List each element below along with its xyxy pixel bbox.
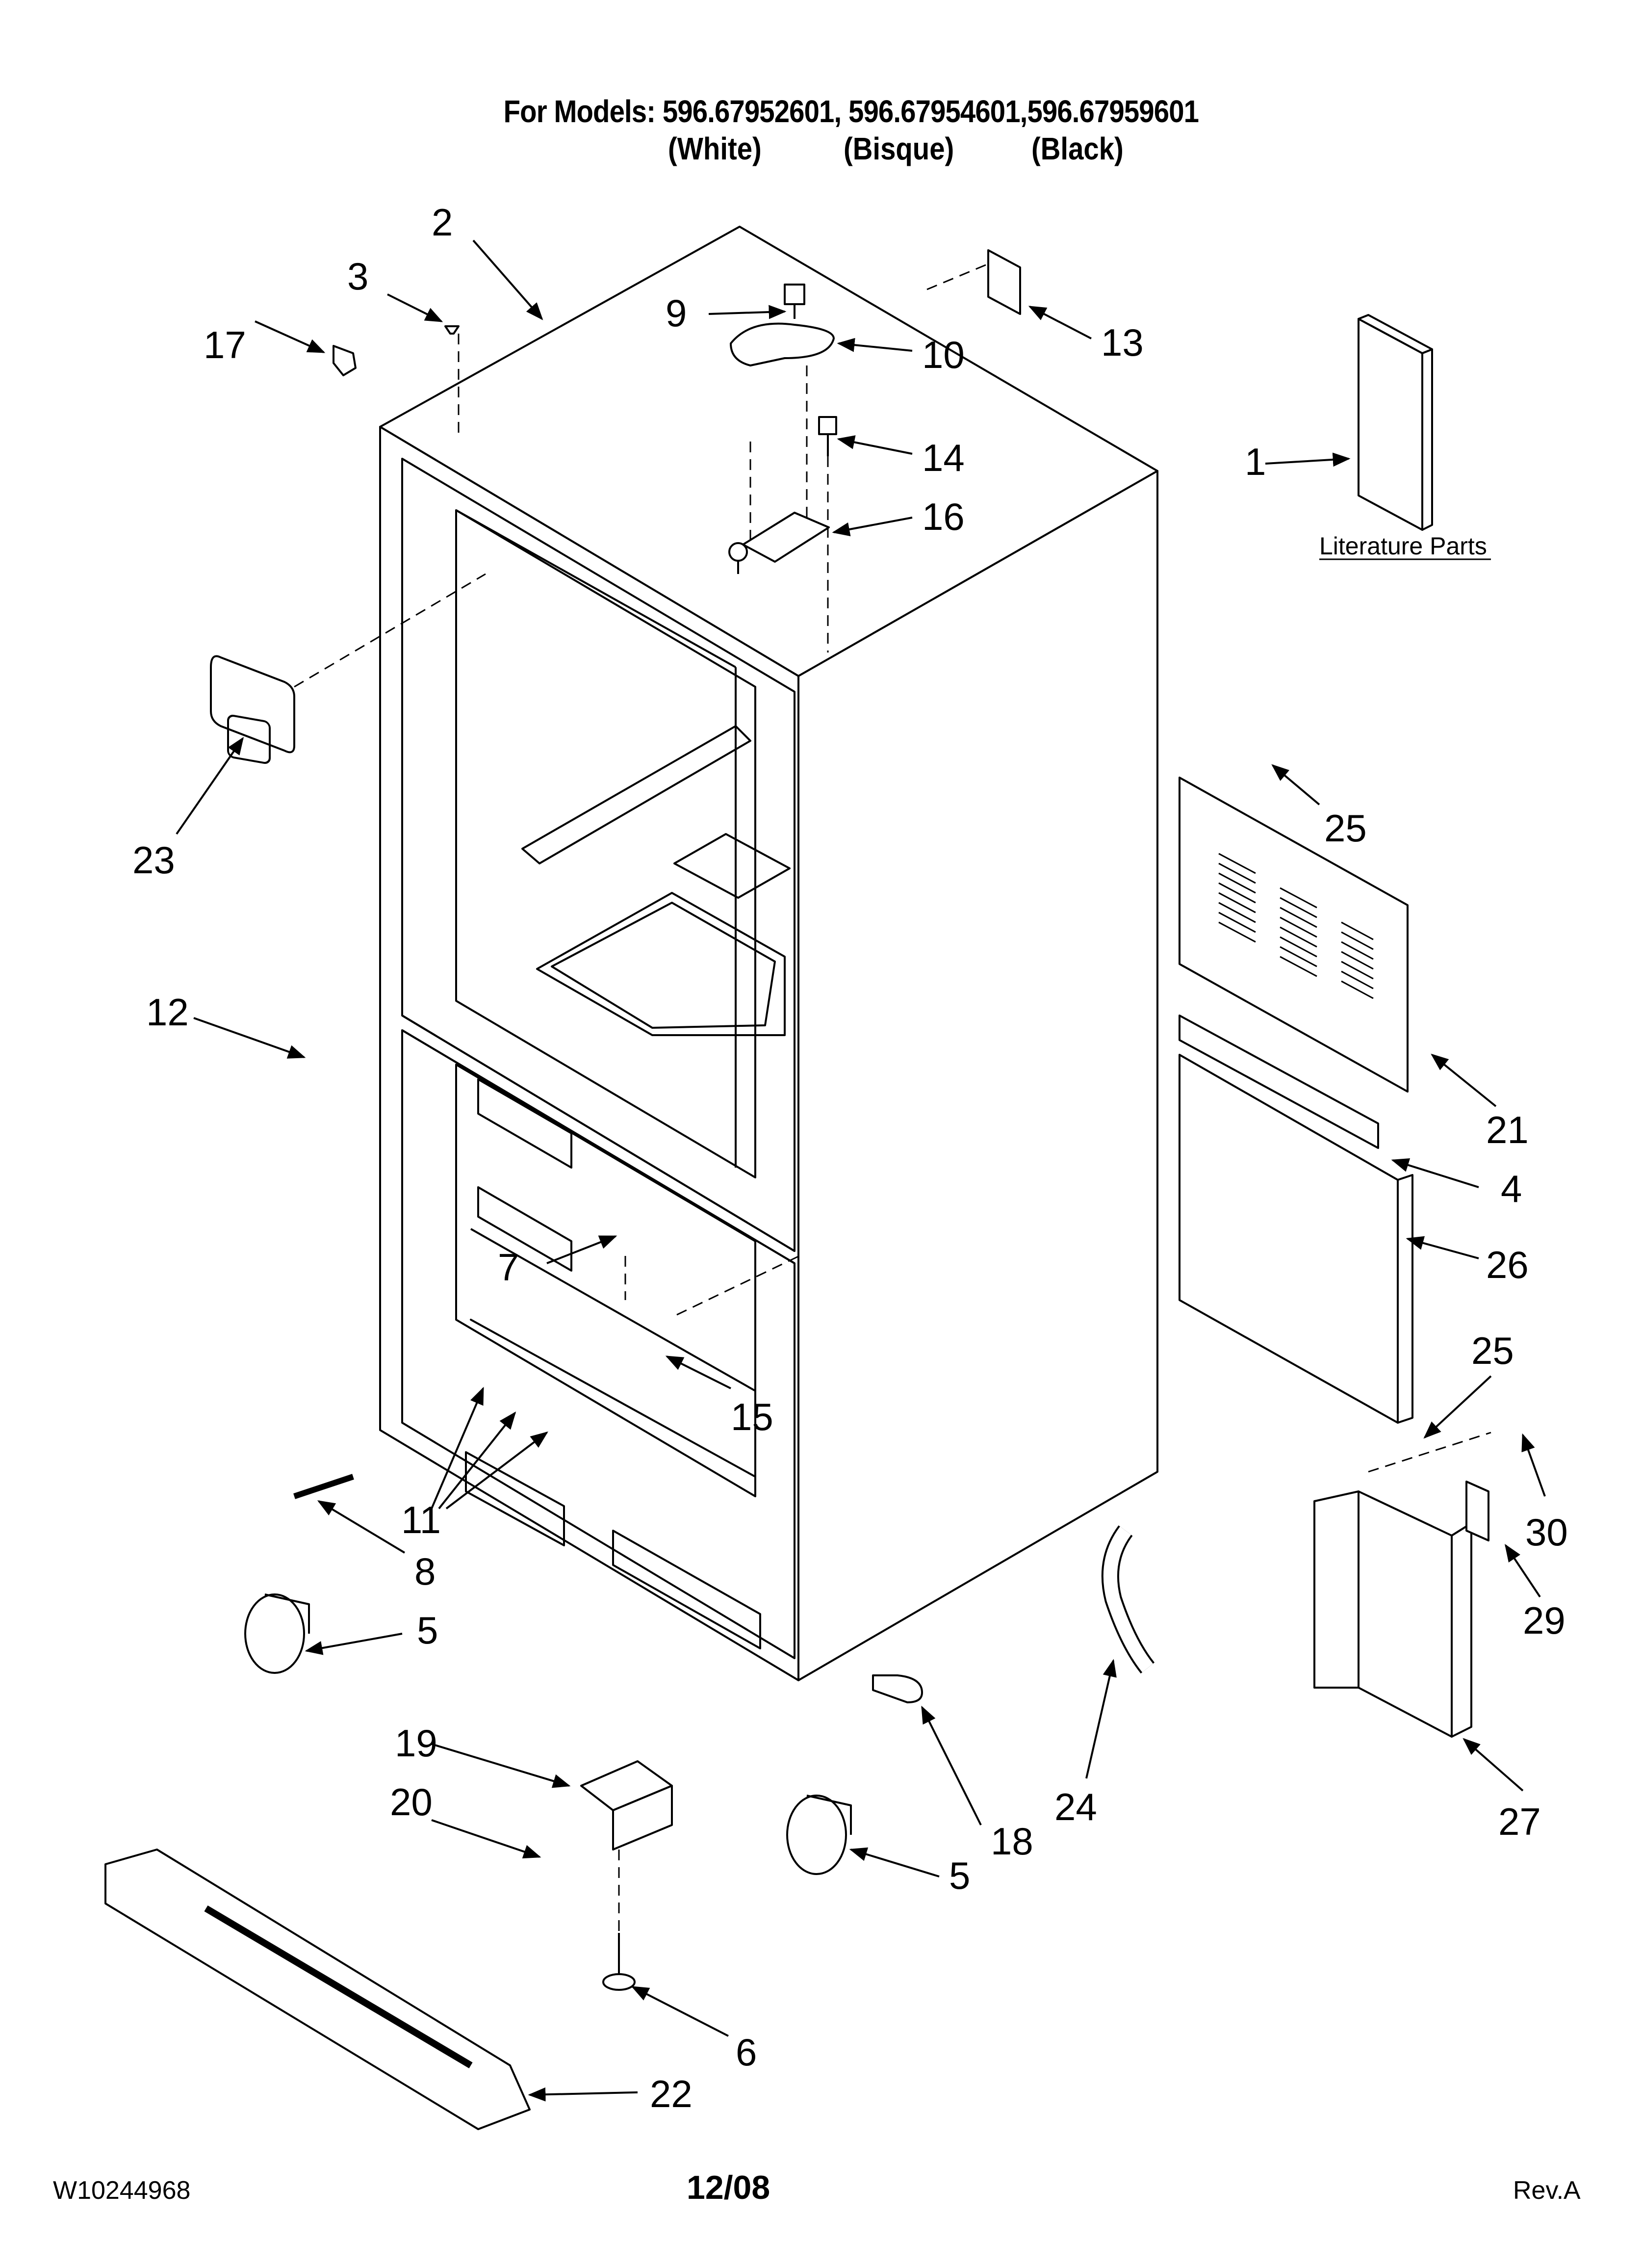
caster-right [786,1795,852,1875]
electrical-box [1313,1481,1489,1738]
callout-24: 24 [1054,1785,1097,1828]
callout-9: 9 [666,291,687,335]
callout-arrows [176,239,1546,2102]
control-part [210,655,295,764]
callout-30: 30 [1525,1511,1568,1554]
grille-22 [104,1849,531,2130]
literature-parts-label: Literature Parts [1319,532,1487,560]
callout-29: 29 [1523,1599,1565,1642]
top-hinge [728,284,837,574]
callout-2: 2 [432,201,453,244]
callout-16: 16 [922,495,965,538]
cabinet [379,226,1158,1681]
rear-panels [1179,777,1413,1424]
callout-6: 6 [736,2031,757,2074]
callout-12: 12 [146,991,189,1034]
leveler-6 [602,1933,636,1991]
callout-25b: 25 [1471,1329,1514,1372]
callout-14: 14 [922,436,965,479]
bracket-19 [580,1760,673,1851]
doc-number: W10244968 [53,2176,191,2205]
caster-left [244,1593,310,1674]
callout-1: 1 [1245,440,1266,483]
callout-15: 15 [731,1395,773,1438]
part-17 [333,345,357,376]
callout-5b: 5 [949,1854,970,1897]
revision: Rev.A [1513,2176,1581,2205]
models-title: For Models: 596.67952601, 596.67954601,5… [503,94,1199,129]
clip-18 [872,1674,923,1703]
callout-22: 22 [650,2072,693,2115]
callout-5a: 5 [417,1609,438,1652]
callout-numbers: 1 2 3 4 5 5 6 7 8 9 10 11 12 13 14 15 16… [132,201,1568,2115]
variant-bisque: (Bisque) [844,131,954,166]
screw-3 [444,325,460,335]
variant-white: (White) [668,131,762,166]
callout-11: 11 [401,1498,441,1541]
screw-8 [293,1474,354,1499]
callout-25a: 25 [1324,807,1367,850]
literature-part [1358,314,1433,531]
callout-18: 18 [991,1820,1033,1863]
callout-7: 7 [498,1246,519,1289]
callout-21: 21 [1486,1108,1529,1151]
callout-10: 10 [922,333,965,376]
variant-black: (Black) [1031,131,1124,166]
callout-13: 13 [1101,321,1144,364]
callout-4: 4 [1501,1167,1522,1210]
callout-23: 23 [132,838,175,882]
callout-19: 19 [395,1721,437,1765]
callout-8: 8 [414,1550,436,1593]
callout-26: 26 [1486,1243,1529,1286]
callout-27: 27 [1498,1800,1541,1843]
label-part [987,249,1021,315]
callout-20: 20 [390,1780,433,1824]
callout-3: 3 [347,255,368,298]
footer-date: 12/08 [687,2169,770,2206]
callout-17: 17 [204,323,246,366]
